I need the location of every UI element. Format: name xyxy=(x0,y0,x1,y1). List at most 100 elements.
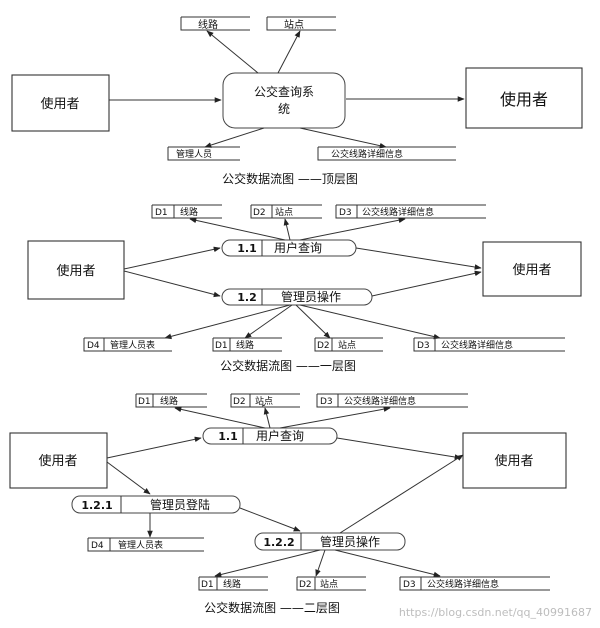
l2-flow-query-d2 xyxy=(263,407,271,429)
top-store-admin: 管理人员 xyxy=(167,146,240,161)
l2-proc21-id: 1.2.1 xyxy=(81,499,112,512)
l1-caption: 公交数据流图 ——一层图 xyxy=(220,358,356,373)
l2-entity-right-label: 使用者 xyxy=(494,453,533,469)
l1-process-1-2: 1.2 管理员操作 xyxy=(221,288,373,306)
l2-store-d1-top: D1 线路 xyxy=(135,393,207,408)
l2-store-d2-bottom-id: D2 xyxy=(299,580,312,590)
l2-flow-user-query xyxy=(106,436,202,459)
l2-store-d3-bottom-name: 公交线路详细信息 xyxy=(427,578,499,590)
l1-store-d2-bottom-id: D2 xyxy=(317,341,330,351)
l1-flow-admin-d4 xyxy=(164,304,291,340)
l2-store-d2-top: D2 站点 xyxy=(230,393,300,408)
level2-diagram: D1 线路 D2 站点 D3 公交线路详细信息 使用者 使用者 1.1 用户查询 xyxy=(9,393,567,615)
top-entity-right xyxy=(465,67,583,129)
l2-store-d3-top-name: 公交线路详细信息 xyxy=(344,395,416,407)
l2-process-1-1: 1.1 用户查询 xyxy=(202,427,338,445)
l2-proc1-name: 用户查询 xyxy=(256,428,304,443)
l1-store-d4-name: 管理人员表 xyxy=(110,339,155,351)
l1-flow-admin-d2 xyxy=(295,304,331,339)
top-caption: 公交数据流图 ——顶层图 xyxy=(222,171,358,186)
l1-flow-admin-d1 xyxy=(244,304,293,339)
l1-store-d3-top-id: D3 xyxy=(339,208,352,218)
top-entity-left xyxy=(11,74,110,132)
top-flow-to-admin xyxy=(204,127,265,148)
l2-entity-left xyxy=(9,432,108,489)
l2-flow-op-d2 xyxy=(315,549,326,577)
top-store-route-label: 线路 xyxy=(198,18,218,31)
l2-proc1-id: 1.1 xyxy=(218,430,238,443)
l1-store-d3-bottom-id: D3 xyxy=(417,341,430,351)
top-store-detail: 公交线路详细信息 xyxy=(317,146,456,161)
l2-flow-query-d3 xyxy=(279,406,391,429)
l2-store-d3-top-id: D3 xyxy=(320,397,333,407)
l1-store-d2-top-id: D2 xyxy=(253,208,266,218)
l1-entity-left-label: 使用者 xyxy=(56,263,95,279)
l2-process-1-2-1: 1.2.1 管理员登陆 xyxy=(71,495,241,514)
l2-flow-op-d3 xyxy=(334,549,441,578)
l1-entity-right-label: 使用者 xyxy=(512,262,551,278)
l1-store-d3-top-name: 公交线路详细信息 xyxy=(362,206,434,218)
l1-store-d2-bottom-name: 站点 xyxy=(338,339,356,351)
top-system-label-2: 统 xyxy=(278,102,290,116)
l1-store-d3-bottom-name: 公交线路详细信息 xyxy=(441,339,513,351)
l2-proc22-id: 1.2.2 xyxy=(263,536,294,549)
top-store-station: 站点 xyxy=(266,16,336,31)
l1-store-d4-id: D4 xyxy=(87,341,100,351)
level1-diagram: D1 线路 D2 站点 D3 公交线路详细信息 使用者 使用者 1.1 用户查询 xyxy=(27,204,582,373)
l2-flow-login-op xyxy=(239,507,301,532)
l2-caption: 公交数据流图 ——二层图 xyxy=(204,600,340,615)
l2-flow-query-d1 xyxy=(174,406,266,429)
l2-store-d2-top-name: 站点 xyxy=(255,395,273,407)
l1-flow-query-d3 xyxy=(299,217,406,241)
l2-store-d2-top-id: D2 xyxy=(233,397,246,407)
top-flow-to-station xyxy=(277,30,301,74)
top-system-label-1: 公交查询系 xyxy=(254,84,314,99)
l2-proc22-name: 管理员操作 xyxy=(320,534,380,549)
l2-store-d4-id: D4 xyxy=(91,541,104,551)
l2-aux xyxy=(261,404,266,407)
l2-flow-user-login xyxy=(106,461,151,495)
l1-store-d2-top-name: 站点 xyxy=(275,206,293,218)
watermark: https://blog.csdn.net/qq_40991687 xyxy=(399,606,592,619)
l1-store-d2-bottom: D2 站点 xyxy=(314,337,383,352)
l1-proc2-name: 管理员操作 xyxy=(281,289,341,304)
l1-flow-user-admin xyxy=(123,270,221,298)
l2-store-d4-name: 管理人员表 xyxy=(118,539,163,551)
l1-store-d1-top-name: 线路 xyxy=(180,206,198,218)
l2-store-d2-bottom: D2 站点 xyxy=(296,576,366,591)
top-flow-to-detail xyxy=(299,127,387,149)
l2-store-d1-bottom: D1 线路 xyxy=(198,576,268,591)
l1-entity-right xyxy=(482,241,582,297)
l1-flow-query-d1 xyxy=(189,217,286,241)
l1-flow-user-query xyxy=(123,246,221,270)
l2-store-d3-top: D3 公交线路详细信息 xyxy=(316,393,468,408)
l2-store-d3-bottom-id: D3 xyxy=(403,580,416,590)
l1-store-d1-top-id: D1 xyxy=(155,208,168,218)
l2-store-d1-bottom-name: 线路 xyxy=(223,578,241,590)
l1-flow-query-d2 xyxy=(283,218,291,241)
l2-flow-op-user xyxy=(339,454,464,534)
top-store-station-label: 站点 xyxy=(284,18,304,31)
l2-process-1-2-2: 1.2.2 管理员操作 xyxy=(254,532,406,551)
l1-store-d3-bottom: D3 公交线路详细信息 xyxy=(413,337,565,352)
top-store-admin-label: 管理人员 xyxy=(176,148,212,160)
l1-proc1-name: 用户查询 xyxy=(274,240,322,255)
l2-flow-query-user xyxy=(336,437,462,460)
top-store-route: 线路 xyxy=(180,16,250,31)
top-entity-right-label: 使用者 xyxy=(500,90,548,109)
top-flow-to-route xyxy=(206,30,259,74)
l1-entity-left xyxy=(27,240,125,300)
top-entity-left-label: 使用者 xyxy=(40,96,79,112)
l1-proc1-id: 1.1 xyxy=(237,242,257,255)
l2-store-d1-bottom-id: D1 xyxy=(201,580,214,590)
l1-process-1-1: 1.1 用户查询 xyxy=(221,239,357,257)
l1-proc2-id: 1.2 xyxy=(237,291,257,304)
top-level-diagram: 线路 站点 管理人员 公交线路详细信息 使用者 使用者 公交查询系 统 公交数据… xyxy=(11,16,583,186)
l2-store-d2-bottom-name: 站点 xyxy=(320,578,338,590)
l2-store-d1-top-id: D1 xyxy=(138,397,151,407)
l1-store-d4: D4 管理人员表 xyxy=(83,337,172,352)
l2-flow-op-d1 xyxy=(214,549,321,578)
l2-proc21-name: 管理员登陆 xyxy=(150,497,210,512)
l1-store-d1-bottom-id: D1 xyxy=(215,341,228,351)
